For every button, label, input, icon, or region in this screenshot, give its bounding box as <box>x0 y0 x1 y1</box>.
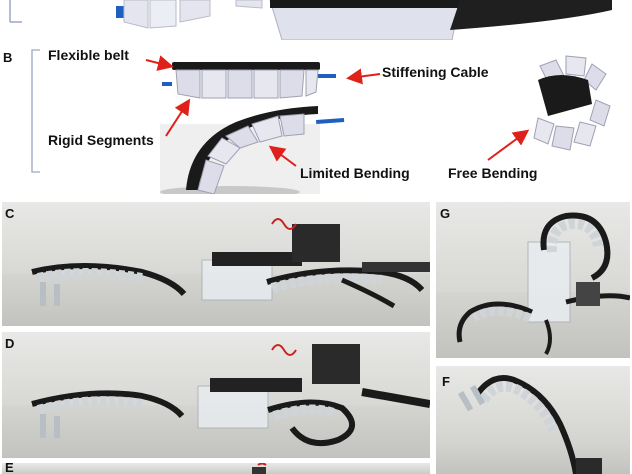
panel-b-drawing <box>31 49 611 194</box>
panel-letter-d: D <box>5 336 15 351</box>
panel-d-robot-drawing <box>31 344 430 446</box>
panel-f-photo: F <box>436 366 630 474</box>
panel-d-photo: D <box>2 332 430 458</box>
panel-a-render-strip <box>0 0 632 40</box>
free-bending-label: Free Bending <box>448 165 538 181</box>
panel-e-robot-drawing <box>252 463 267 474</box>
panel-c-robot-drawing <box>31 218 430 309</box>
panel-letter-b: B <box>3 50 13 65</box>
rigid-segments-label: Rigid Segments <box>48 132 154 148</box>
limited-bending-label: Limited Bending <box>300 165 410 181</box>
panel-b: B Flexible belt Stiffening Cable Rigid S… <box>0 44 632 194</box>
panel-letter-g: G <box>440 206 451 221</box>
panel-a-drawing <box>9 0 612 40</box>
panel-f-robot-drawing <box>458 375 602 474</box>
panel-c-photo: C <box>2 202 430 326</box>
panel-letter-f: F <box>442 374 450 389</box>
panel-letter-c: C <box>5 206 15 221</box>
stiffening-cable-label: Stiffening Cable <box>382 64 489 80</box>
straight-belt-module <box>162 62 336 99</box>
free-bending-module <box>533 55 611 151</box>
flexible-belt-label: Flexible belt <box>48 47 129 63</box>
curved-belt-module <box>160 106 345 194</box>
panel-g-photo: G <box>436 202 630 358</box>
panel-letter-e: E <box>5 463 14 474</box>
panel-e-photo: E <box>2 463 430 474</box>
panel-g-robot-drawing <box>456 212 630 355</box>
